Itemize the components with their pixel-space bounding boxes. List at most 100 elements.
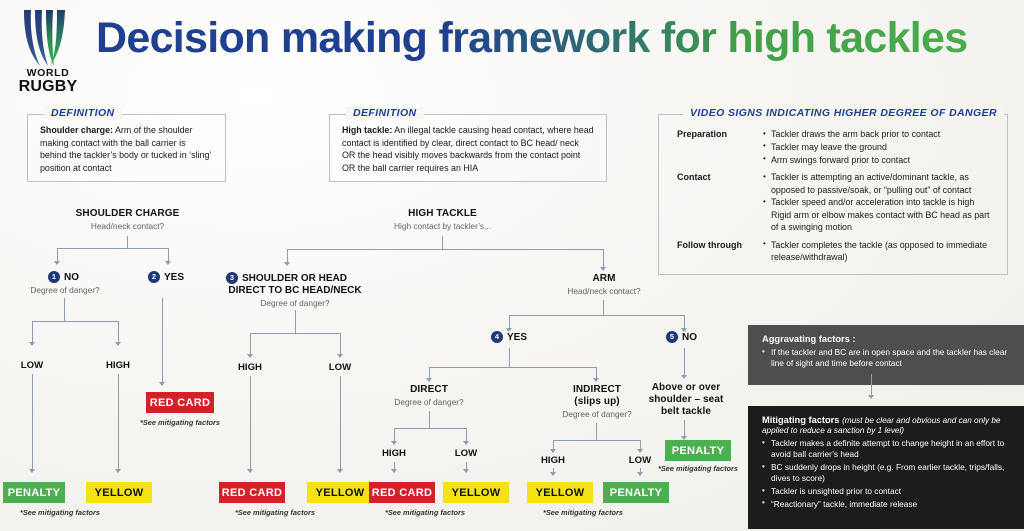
connector: [57, 248, 59, 262]
connector: [596, 367, 598, 379]
node-3-sub: Degree of danger?: [260, 298, 330, 308]
connector: [250, 333, 341, 335]
node-4-label: YES: [507, 331, 528, 343]
node-shoulder-charge-sub: Head/neck contact?: [90, 221, 165, 231]
connector: [553, 440, 641, 442]
definition-legend-2: DEFINITION: [346, 107, 424, 119]
step-number-badge: 3: [226, 272, 238, 284]
node-direct-title: DIRECT: [410, 384, 448, 395]
arrow-icon: [681, 328, 687, 332]
connector: [340, 376, 342, 470]
definition-box-shoulder-charge: DEFINITION Shoulder charge: Arm of the s…: [27, 107, 226, 182]
connector: [871, 374, 873, 396]
video-signs-item: Tackler draws the arm back prior to cont…: [763, 127, 995, 140]
connector: [32, 321, 34, 343]
step-number-badge: 2: [148, 271, 160, 283]
arrow-icon: [391, 469, 397, 473]
mitigating-heading-text: Mitigating factors: [762, 415, 843, 425]
node-3-shoulder-or-head: 3 SHOULDER OR HEAD: [226, 272, 347, 284]
connector: [250, 376, 252, 470]
arrow-icon: [426, 378, 432, 382]
connector: [684, 348, 686, 376]
video-signs-item: Arm swings forward prior to contact: [763, 153, 995, 166]
arrow-icon: [159, 382, 165, 386]
degree-label-low: LOW: [454, 448, 478, 459]
connector: [466, 462, 468, 470]
video-signs-values: Tackler draws the arm back prior to cont…: [763, 127, 995, 166]
mitigating-heading-note: (must be clear and obvious and can only …: [762, 416, 1001, 435]
arrow-icon: [337, 354, 343, 358]
node-2-label: YES: [164, 271, 185, 283]
logo-word-world: WORLD: [26, 67, 70, 79]
arrow-icon: [637, 449, 643, 453]
node-direct: DIRECT Degree of danger?: [374, 384, 484, 407]
connector: [287, 249, 604, 251]
aggravating-item: If the tackler and BC are in open space …: [762, 347, 1012, 370]
mitigating-heading: Mitigating factors (must be clear and ob…: [762, 415, 1012, 435]
arrow-icon: [29, 469, 35, 473]
arrow-icon: [247, 354, 253, 358]
degree-label-high: HIGH: [541, 455, 565, 466]
mitigating-item: “Reactionary” tackle, immediate release: [762, 498, 1012, 510]
node-3-label-line2: DIRECT TO BC HEAD/NECK: [228, 285, 362, 296]
connector: [394, 428, 396, 442]
outcome-badge-penalty: PENALTY: [665, 440, 731, 461]
mitigating-factors-panel: Mitigating factors (must be clear and ob…: [748, 406, 1024, 529]
connector: [64, 298, 66, 322]
step-number-badge: 4: [491, 331, 503, 343]
outcome-badge-yellow: YELLOW: [443, 482, 509, 503]
degree-label-low: LOW: [20, 360, 44, 371]
arrow-icon: [165, 261, 171, 265]
node-5-label: NO: [682, 331, 697, 343]
mitigating-item: Tackler is unsighted prior to contact: [762, 486, 1012, 497]
video-signs-values: Tackler is attempting an active/dominant…: [763, 171, 995, 233]
step-number-badge: 1: [48, 271, 60, 283]
video-signs-row: Contact Tackler is attempting an active/…: [671, 171, 995, 233]
video-signs-key: Follow through: [677, 239, 742, 250]
connector: [509, 315, 511, 329]
definition-term-2: High tackle:: [342, 125, 393, 135]
aggravating-list: If the tackler and BC are in open space …: [762, 347, 1012, 370]
mitigating-list: Tackler makes a definite attempt to chan…: [762, 438, 1012, 510]
connector: [394, 462, 396, 470]
video-signs-item: Tackler completes the tackle (as opposed…: [763, 238, 995, 264]
video-signs-key: Preparation: [677, 129, 728, 139]
node-1-label: NO: [64, 271, 79, 283]
video-signs-item: Tackler may leave the ground: [763, 140, 995, 153]
logo-wordmark: WORLD RUGBY: [8, 68, 88, 95]
connector: [442, 236, 444, 250]
definition-text-2: An illegal tackle causing head contact, …: [342, 125, 594, 173]
video-signs-item: Tackler speed and/or acceleration into t…: [763, 196, 995, 233]
node-2-yes: 2 YES: [148, 271, 184, 283]
arrow-icon: [681, 375, 687, 379]
connector: [603, 300, 605, 316]
mitigating-item: Tackler makes a definite attempt to chan…: [762, 438, 1012, 461]
connector: [596, 423, 598, 441]
connector: [553, 440, 555, 450]
degree-label-high: HIGH: [238, 362, 262, 373]
video-signs-key: Contact: [677, 172, 711, 183]
connector: [640, 468, 642, 474]
connector: [684, 315, 686, 329]
node-high-tackle-sub: High contact by tackler’s...: [394, 221, 491, 231]
outcome-badge-red-card: RED CARD: [146, 392, 214, 413]
video-signs-row: Preparation Tackler draws the arm back p…: [671, 127, 995, 166]
node-shoulder-charge: SHOULDER CHARGE Head/neck contact?: [40, 208, 215, 231]
degree-label-low: LOW: [328, 362, 352, 373]
video-signs-legend: VIDEO SIGNS INDICATING HIGHER DEGREE OF …: [683, 107, 1004, 119]
arrow-icon: [115, 469, 121, 473]
node-seat-belt-tackle: Above or over shoulder – seat belt tackl…: [645, 382, 727, 418]
degree-label-low: LOW: [628, 455, 652, 466]
video-signs-box: VIDEO SIGNS INDICATING HIGHER DEGREE OF …: [658, 107, 1008, 275]
connector: [118, 321, 120, 343]
outcome-note: *See mitigating factors: [19, 508, 101, 517]
connector: [250, 333, 252, 355]
node-indirect: INDIRECT (slips up) Degree of danger?: [542, 384, 652, 419]
connector: [340, 333, 342, 355]
mitigating-item: BC suddenly drops in height (e.g. From e…: [762, 462, 1012, 485]
arrow-icon: [463, 441, 469, 445]
node-high-tackle: HIGH TACKLE High contact by tackler’s...: [355, 208, 530, 231]
outcome-badge-red-card: RED CARD: [369, 482, 435, 503]
outcome-badge-penalty: PENALTY: [603, 482, 669, 503]
node-seat-belt-line1: Above or over: [651, 382, 721, 393]
